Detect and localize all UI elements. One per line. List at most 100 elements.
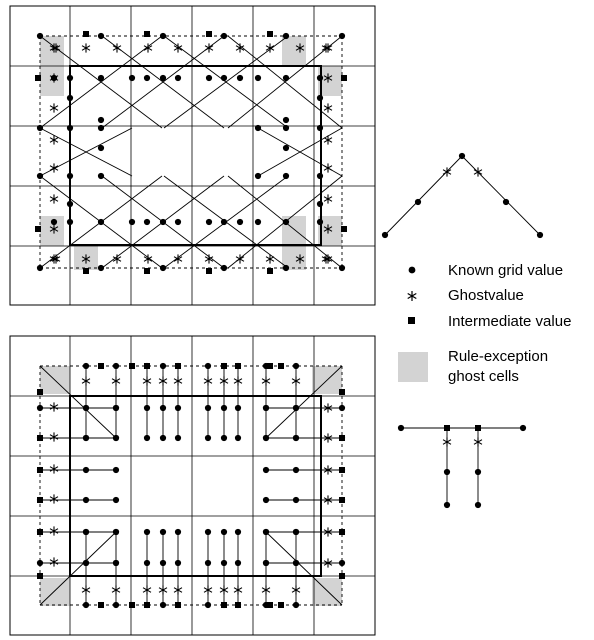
known-grid-value (519, 424, 527, 432)
ghost-value (81, 43, 91, 53)
known-grid-value (236, 74, 244, 82)
known-grid-value (338, 32, 346, 40)
known-grid-value (112, 434, 120, 442)
known-grid-value (536, 231, 544, 239)
known-grid-value (36, 172, 44, 180)
known-grid-value (36, 124, 44, 132)
known-grid-value (204, 601, 212, 609)
ghost-value (158, 585, 168, 595)
known-grid-value (97, 124, 105, 132)
known-grid-value (97, 116, 105, 124)
ghost-value (295, 254, 305, 264)
legend-intermediate-icon (408, 317, 415, 324)
ghost-value (158, 376, 168, 386)
intermediate-value (175, 363, 181, 369)
intermediate-value (221, 363, 227, 369)
known-grid-value (159, 404, 167, 412)
ghost-value (111, 376, 121, 386)
known-grid-value (292, 466, 300, 474)
bottom-grid-diagram (9, 335, 376, 636)
known-grid-value (220, 74, 228, 82)
known-grid-value (316, 94, 324, 102)
connector-line (39, 127, 133, 177)
ghost-value (112, 254, 122, 264)
ghost-value (442, 437, 452, 447)
ghost-value (204, 43, 214, 53)
known-grid-value (82, 434, 90, 442)
known-grid-value (443, 468, 451, 476)
ghost-value (261, 585, 271, 595)
intermediate-value (129, 602, 135, 608)
grid-border (9, 335, 376, 636)
ghost-value (51, 254, 61, 264)
known-grid-value (174, 528, 182, 536)
known-grid-value (254, 74, 262, 82)
known-grid-value (458, 152, 466, 160)
ghost-value (323, 103, 333, 113)
known-grid-value (262, 559, 270, 567)
known-grid-value (414, 198, 422, 206)
known-grid-value (97, 264, 105, 272)
ghost-value (473, 167, 483, 177)
known-grid-value (220, 404, 228, 412)
legend: Known grid value Ghostvalue Intermediate… (398, 262, 571, 385)
ghost-value (49, 194, 59, 204)
ghost-value (323, 224, 333, 234)
intermediate-value (444, 425, 450, 431)
ghost-value (49, 494, 59, 504)
ghost-value (323, 403, 333, 413)
intermediate-value (339, 529, 345, 535)
intermediate-value (278, 602, 284, 608)
intermediate-value (35, 75, 41, 81)
known-grid-value (36, 32, 44, 40)
ghost-value (442, 167, 452, 177)
connector-line (227, 35, 343, 129)
known-grid-value (82, 601, 90, 609)
known-grid-value (282, 74, 290, 82)
known-grid-value (159, 559, 167, 567)
exception-ghost-cell (40, 66, 64, 96)
ghost-value (219, 376, 229, 386)
known-grid-value (474, 468, 482, 476)
known-grid-value (254, 218, 262, 226)
known-grid-value (112, 496, 120, 504)
known-grid-value (204, 559, 212, 567)
known-grid-value (262, 496, 270, 504)
known-grid-value (316, 74, 324, 82)
ghost-value (81, 376, 91, 386)
connector-line (39, 531, 117, 606)
known-grid-value (220, 528, 228, 536)
legend-exception-label-2: ghost cells (448, 368, 519, 385)
connector-line (101, 35, 225, 129)
legend-ghost-label: Ghostvalue (448, 287, 524, 304)
ghost-value (323, 194, 333, 204)
known-grid-value (159, 264, 167, 272)
ghost-value (81, 585, 91, 595)
known-grid-value (338, 264, 346, 272)
known-grid-value (112, 466, 120, 474)
known-grid-value (112, 362, 120, 370)
known-grid-value (66, 200, 74, 208)
ghost-value (49, 135, 59, 145)
known-grid-value (82, 404, 90, 412)
legend-known-label: Known grid value (448, 262, 563, 279)
connector-line (39, 35, 163, 129)
intermediate-value (83, 268, 89, 274)
ghost-value (49, 432, 59, 442)
intermediate-value (221, 602, 227, 608)
known-grid-value (502, 198, 510, 206)
known-grid-value (220, 218, 228, 226)
ghost-value (49, 402, 59, 412)
legend-intermediate-label: Intermediate value (448, 313, 571, 330)
connector-line (461, 155, 541, 236)
ghost-value (265, 254, 275, 264)
ghost-value (323, 433, 333, 443)
known-grid-value (292, 362, 300, 370)
intermediate-value (37, 529, 43, 535)
ghost-value (49, 557, 59, 567)
known-grid-value (205, 218, 213, 226)
known-grid-value (66, 172, 74, 180)
ghost-value (323, 73, 333, 83)
known-grid-value (220, 32, 228, 40)
intermediate-value (475, 425, 481, 431)
